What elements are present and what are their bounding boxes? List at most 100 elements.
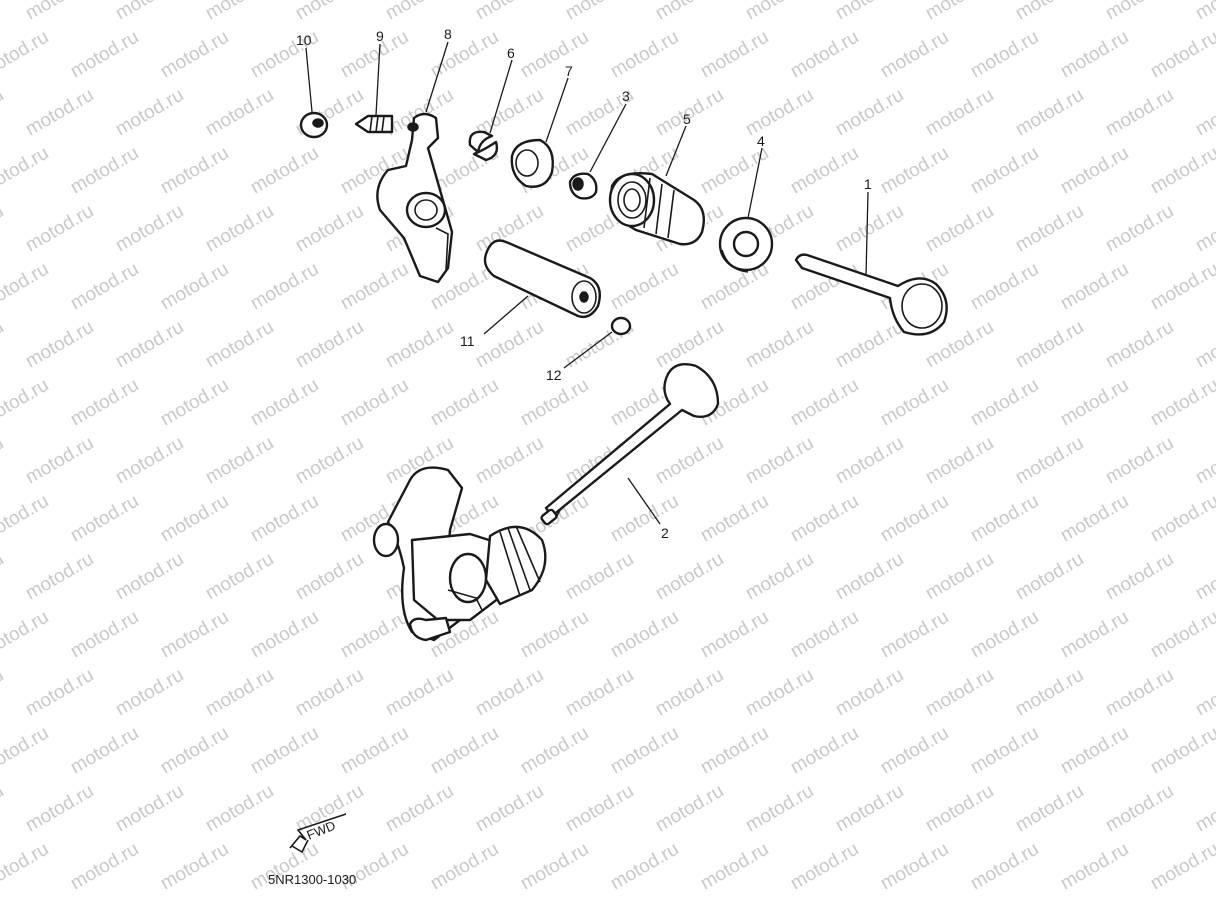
watermark-text: motod.ru — [1057, 143, 1132, 199]
watermark-text: motod.ru — [967, 375, 1042, 431]
watermark-text: motod.ru — [157, 375, 232, 431]
watermark-text: motod.ru — [1057, 375, 1132, 431]
watermark-text: motod.ru — [472, 433, 547, 489]
watermark-text: motod.ru — [0, 491, 52, 547]
watermark-text: motod.ru — [1102, 433, 1177, 489]
watermark-text: motod.ru — [1057, 491, 1132, 547]
watermark-text: motod.ru — [787, 375, 862, 431]
watermark-text: motod.ru — [0, 27, 52, 83]
watermark-text: motod.ru — [877, 607, 952, 663]
watermark-text: motod.ru — [112, 433, 187, 489]
watermark-text: motod.ru — [247, 143, 322, 199]
watermark-text: motod.ru — [1192, 665, 1216, 721]
part-9-adjuster-screw[interactable] — [354, 114, 394, 134]
watermark-text: motod.ru — [0, 143, 52, 199]
watermark-text: motod.ru — [742, 0, 817, 24]
watermark-text: motod.ru — [1192, 201, 1216, 257]
watermark-text: motod.ru — [22, 433, 97, 489]
watermark-text: motod.ru — [517, 839, 592, 895]
label-part-4: 4 — [757, 133, 765, 149]
label-part-3: 3 — [622, 88, 630, 104]
watermark-text: motod.ru — [202, 549, 277, 605]
part-3-stem-seal[interactable] — [568, 172, 598, 200]
watermark-text: motod.ru — [517, 27, 592, 83]
watermark-text: motod.ru — [0, 723, 52, 779]
watermark-text: motod.ru — [67, 723, 142, 779]
watermark-text: motod.ru — [0, 201, 7, 257]
watermark-text: motod.ru — [1147, 723, 1216, 779]
watermark-text: motod.ru — [112, 665, 187, 721]
watermark-text: motod.ru — [0, 317, 7, 373]
watermark-text: motod.ru — [0, 259, 52, 315]
part-10-nut[interactable] — [299, 111, 329, 139]
watermark-text: motod.ru — [652, 549, 727, 605]
watermark-text: motod.ru — [67, 259, 142, 315]
watermark-text: motod.ru — [652, 781, 727, 837]
watermark-text: motod.ru — [1057, 259, 1132, 315]
watermark-text: motod.ru — [1102, 317, 1177, 373]
label-part-6: 6 — [507, 45, 515, 61]
watermark-text: motod.ru — [877, 27, 952, 83]
watermark-text: motod.ru — [787, 607, 862, 663]
watermark-text: motod.ru — [1147, 143, 1216, 199]
watermark-text: motod.ru — [22, 665, 97, 721]
watermark-text: motod.ru — [1192, 781, 1216, 837]
watermark-text: motod.ru — [562, 781, 637, 837]
watermark-text: motod.ru — [562, 665, 637, 721]
watermark-text: motod.ru — [742, 317, 817, 373]
watermark-text: motod.ru — [427, 839, 502, 895]
watermark-text: motod.ru — [1012, 665, 1087, 721]
watermark-text: motod.ru — [472, 665, 547, 721]
watermark-text: motod.ru — [517, 607, 592, 663]
part-2-exhaust-valve[interactable] — [540, 363, 720, 526]
watermark-text: motod.ru — [22, 0, 97, 24]
watermark-text: motod.ru — [1102, 0, 1177, 24]
watermark-text: motod.ru — [517, 723, 592, 779]
watermark-text: motod.ru — [382, 317, 457, 373]
part-1-intake-valve[interactable] — [794, 253, 948, 336]
part-6-valve-cotters[interactable] — [468, 130, 499, 162]
watermark-text: motod.ru — [337, 607, 412, 663]
watermark-text: motod.ru — [337, 27, 412, 83]
part-11-rocker-shaft[interactable] — [483, 239, 601, 319]
watermark-text: motod.ru — [22, 781, 97, 837]
label-part-12: 12 — [546, 367, 562, 383]
part-7-spring-retainer[interactable] — [510, 138, 554, 188]
watermark-text: motod.ru — [922, 85, 997, 141]
watermark-text: motod.ru — [1012, 201, 1087, 257]
watermark-text: motod.ru — [1012, 0, 1087, 24]
watermark-text: motod.ru — [292, 549, 367, 605]
watermark-text: motod.ru — [1102, 781, 1177, 837]
watermark-text: motod.ru — [67, 27, 142, 83]
part-12-o-ring[interactable] — [610, 316, 632, 336]
part-4-spring-seat[interactable] — [718, 216, 774, 273]
watermark-text: motod.ru — [742, 433, 817, 489]
part-8-rocker-arm[interactable] — [376, 112, 454, 284]
watermark-text: motod.ru — [922, 433, 997, 489]
watermark-text: motod.ru — [697, 839, 772, 895]
watermark-text: motod.ru — [1012, 317, 1087, 373]
label-part-11: 11 — [460, 333, 475, 349]
watermark-text: motod.ru — [1147, 259, 1216, 315]
watermark-text: motod.ru — [832, 665, 907, 721]
part-5-valve-springs[interactable] — [608, 172, 705, 246]
watermark-text: motod.ru — [157, 143, 232, 199]
watermark-text: motod.ru — [427, 723, 502, 779]
watermark-text: motod.ru — [382, 781, 457, 837]
watermark-text: motod.ru — [202, 201, 277, 257]
watermark-text: motod.ru — [112, 317, 187, 373]
watermark-text: motod.ru — [832, 317, 907, 373]
label-part-2: 2 — [661, 525, 669, 541]
watermark-text: motod.ru — [1192, 549, 1216, 605]
watermark-text: motod.ru — [0, 781, 7, 837]
watermark-text: motod.ru — [1057, 839, 1132, 895]
watermark-text: motod.ru — [832, 781, 907, 837]
watermark-text: motod.ru — [832, 0, 907, 24]
watermark-text: motod.ru — [382, 665, 457, 721]
watermark-text: motod.ru — [1192, 317, 1216, 373]
watermark-text: motod.ru — [1012, 85, 1087, 141]
diagram-code: 5NR1300-1030 — [268, 872, 356, 887]
watermark-text: motod.ru — [877, 375, 952, 431]
watermark-text: motod.ru — [922, 549, 997, 605]
watermark-text: motod.ru — [202, 85, 277, 141]
